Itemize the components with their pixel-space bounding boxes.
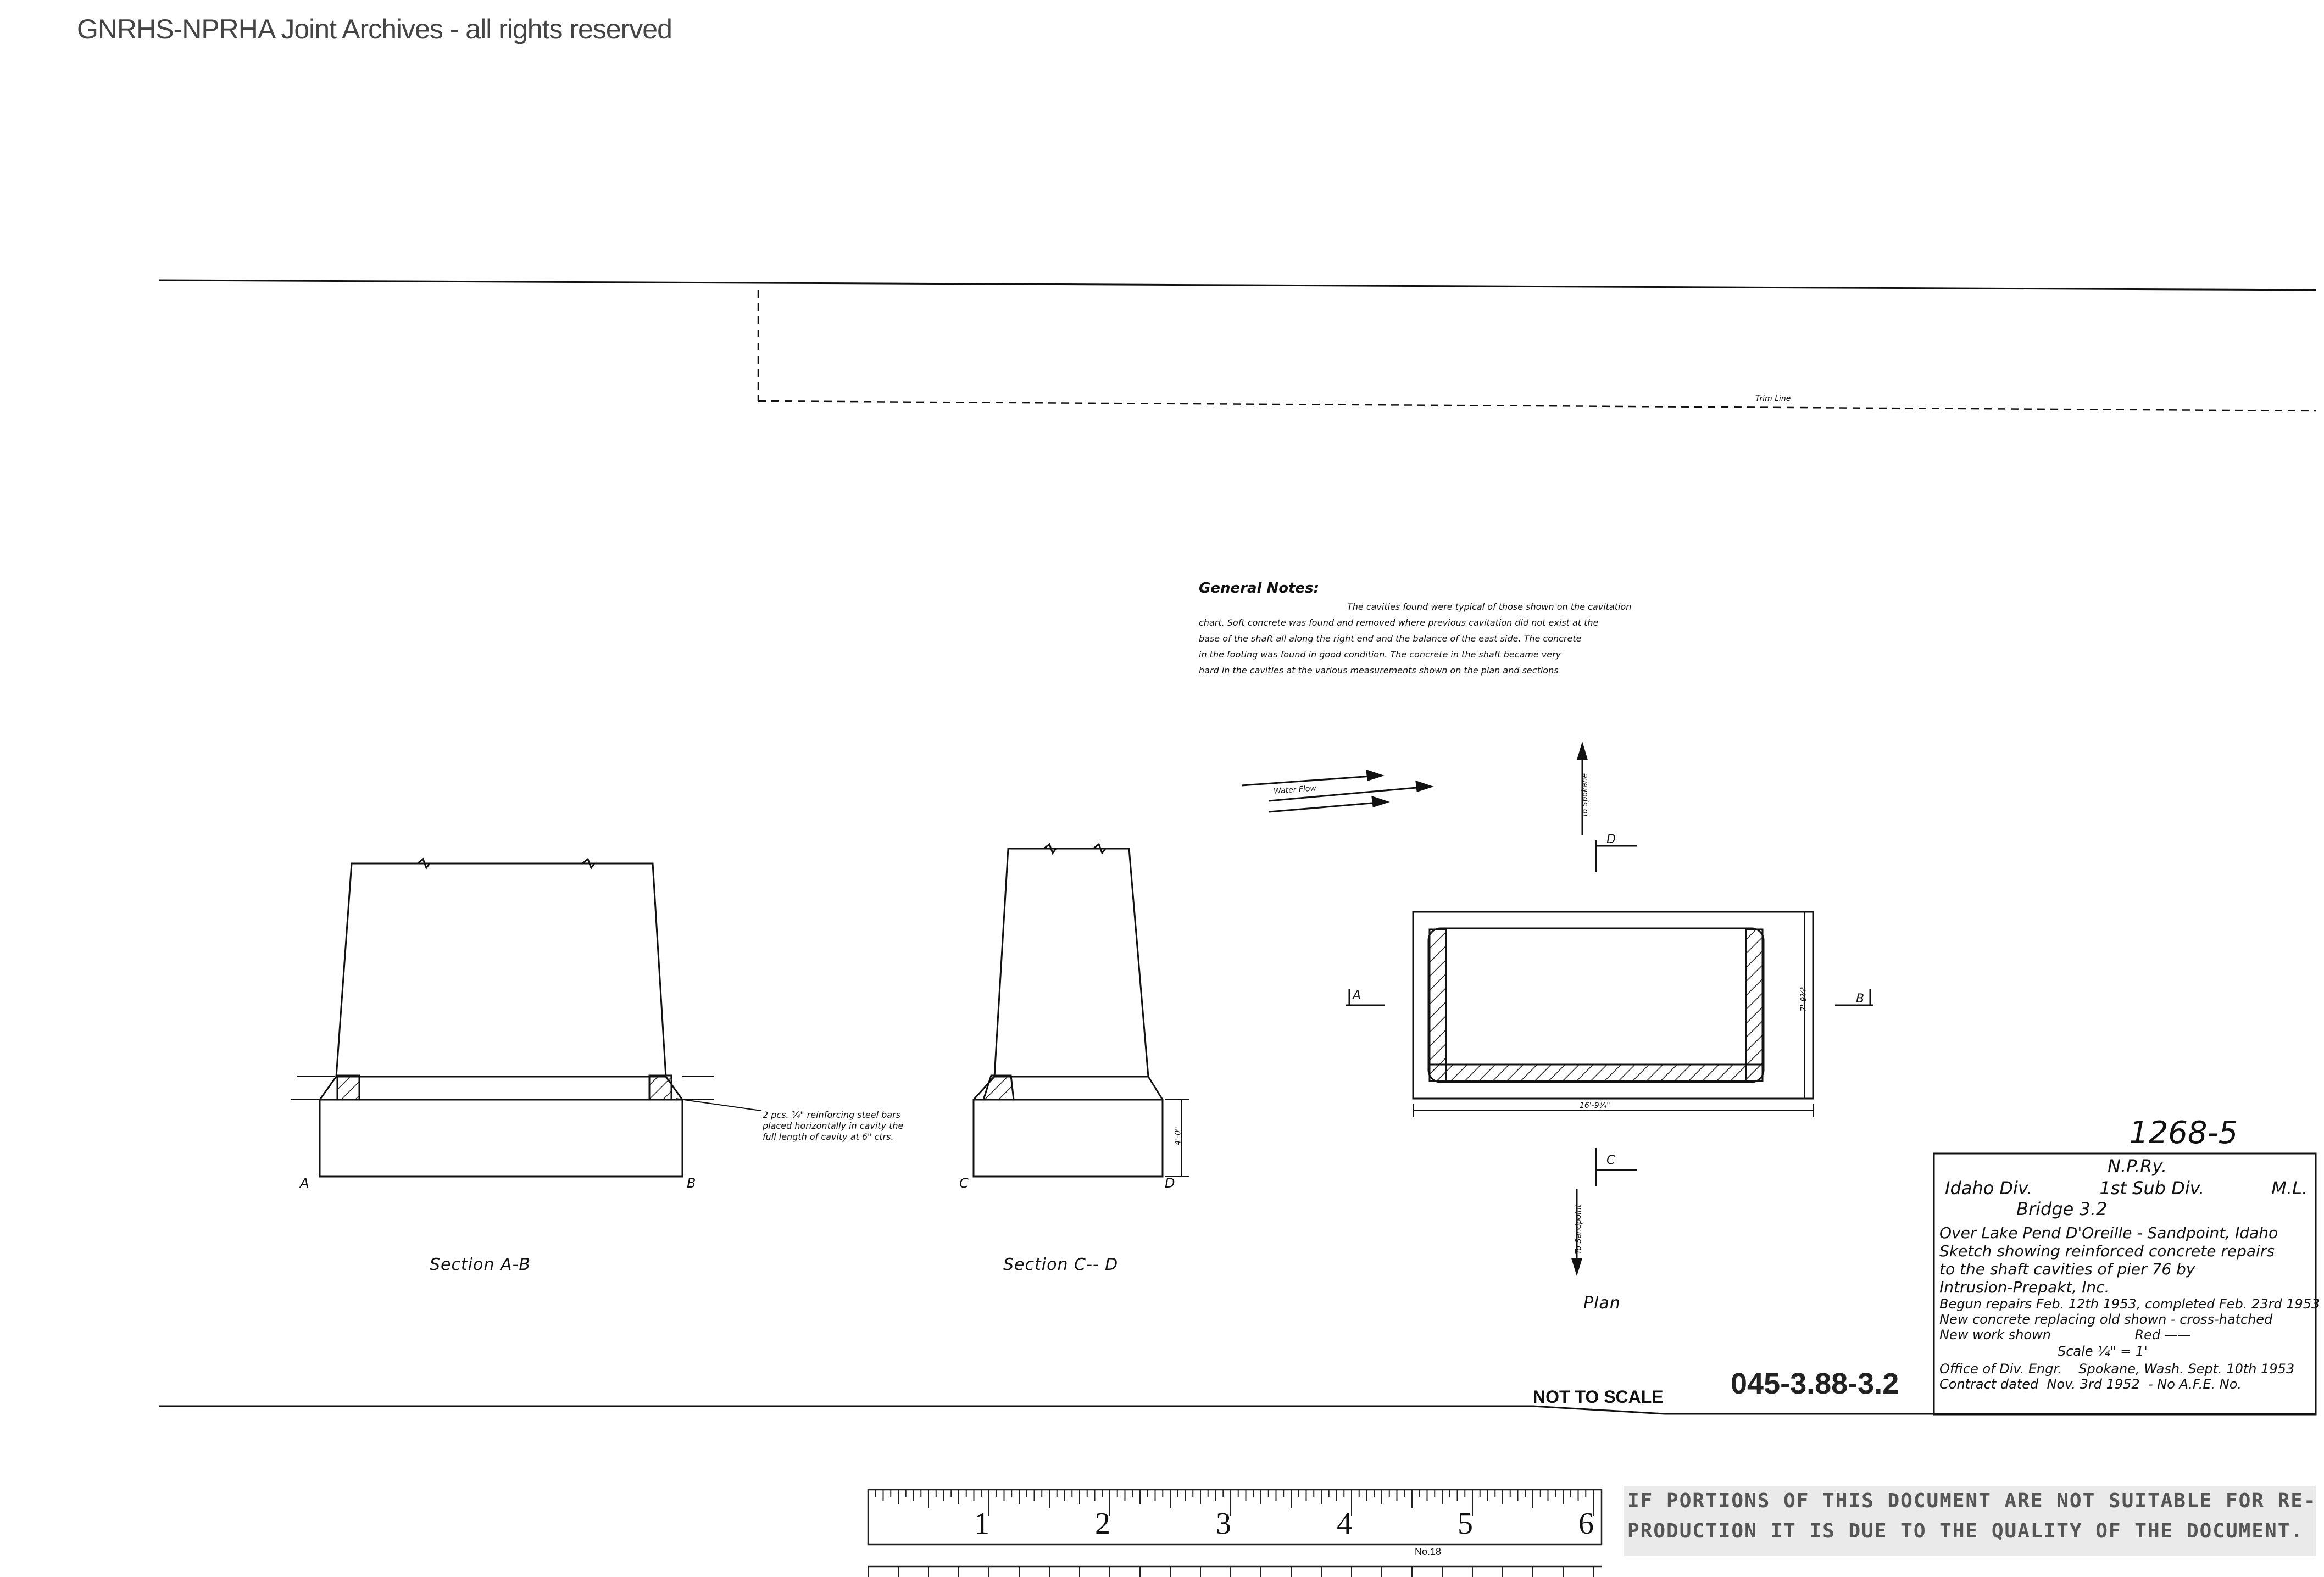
- ruler-number: 5: [1458, 1507, 1473, 1541]
- section-cd-drawing: [972, 843, 1189, 1178]
- archive-notice: GNRHS-NPRHA Joint Archives - all rights …: [77, 14, 672, 44]
- title-block-division: Idaho Div.: [1945, 1178, 2033, 1199]
- section-ab-label-a: A: [300, 1175, 309, 1191]
- title-block-division-row: Idaho Div. 1st Sub Div. M.L.: [1939, 1178, 2313, 1199]
- title-block-description-line: Begun repairs Feb. 12th 1953, completed …: [1939, 1296, 2320, 1312]
- ruler-ticks: [868, 1490, 1594, 1577]
- title-block-description-line: New work shown Red ——: [1939, 1327, 2191, 1342]
- plan-title: Plan: [1583, 1294, 1621, 1313]
- title-block-office: Office of Div. Engr. Spokane, Wash. Sept…: [1939, 1361, 2295, 1377]
- drawing-number: 045-3.88-3.2: [1731, 1367, 1899, 1400]
- ruler-number: 4: [1337, 1507, 1352, 1541]
- footing-dim: 4'-0": [1174, 1127, 1183, 1145]
- north-arrow: [1576, 741, 1588, 835]
- plan-drawing: [1346, 840, 1873, 1186]
- section-cd-label-d: D: [1165, 1175, 1175, 1191]
- title-block: N.P.Ry. Idaho Div. 1st Sub Div. M.L. Bri…: [1939, 1154, 2320, 1392]
- quality-stamp: IF PORTIONS OF THIS DOCUMENT ARE NOT SUI…: [1627, 1490, 2317, 1542]
- water-flow-arrows: [1241, 769, 1434, 813]
- quality-stamp-line: PRODUCTION IT IS DUE TO THE QUALITY OF T…: [1627, 1520, 2304, 1542]
- rebar-note-line: 2 pcs. ¾" reinforcing steel bars: [763, 1110, 901, 1120]
- general-notes-line: in the footing was found in good conditi…: [1199, 649, 1561, 660]
- ruler-number: 6: [1578, 1507, 1594, 1541]
- title-block-description-line: Over Lake Pend D'Oreille - Sandpoint, Id…: [1939, 1224, 2278, 1242]
- title-block-subdivision: 1st Sub Div.: [2099, 1178, 2205, 1199]
- title-block-description-line: Intrusion-Prepakt, Inc.: [1939, 1278, 2110, 1296]
- sheet-number: 1268-5: [2129, 1115, 2238, 1151]
- title-block-railway: N.P.Ry.: [2107, 1156, 2167, 1177]
- rebar-note-line: full length of cavity at 6" ctrs.: [763, 1132, 894, 1142]
- general-notes-line: The cavities found were typical of those…: [1347, 601, 1632, 612]
- title-block-description-line: to the shaft cavities of pier 76 by: [1939, 1260, 2195, 1278]
- section-ab-title: Section A-B: [430, 1255, 531, 1274]
- plan-label-b: B: [1856, 992, 1865, 1006]
- title-block-description-line: Sketch showing reinforced concrete repai…: [1939, 1242, 2275, 1260]
- scale-ruler: [867, 1489, 1603, 1568]
- to-sandpoint-label: To Sandpoint: [1574, 1204, 1583, 1255]
- south-arrow: [1571, 1189, 1583, 1277]
- top-border-line: [159, 279, 2316, 291]
- plan-label-a: A: [1353, 989, 1361, 1002]
- quality-stamp-line: IF PORTIONS OF THIS DOCUMENT ARE NOT SUI…: [1627, 1490, 2317, 1512]
- plan-label-d: D: [1606, 833, 1616, 846]
- title-block-scale: Scale ¼" = 1': [2058, 1344, 2148, 1359]
- section-cd-label-c: C: [959, 1175, 969, 1191]
- rebar-note: 2 pcs. ¾" reinforcing steel bars placed …: [763, 1110, 903, 1143]
- ruler-number: 3: [1216, 1507, 1231, 1541]
- general-notes-line: chart. Soft concrete was found and remov…: [1199, 617, 1599, 628]
- not-to-scale-label: NOT TO SCALE: [1533, 1387, 1664, 1407]
- title-block-frame: [1933, 1152, 2317, 1416]
- section-ab-label-b: B: [687, 1175, 696, 1191]
- ruler-numbers: 1 2 3 4 5 6: [868, 1490, 1602, 1545]
- ruler-number: 2: [1095, 1507, 1110, 1541]
- ruler-number: 1: [974, 1507, 989, 1541]
- trim-line-label: Trim Line: [1755, 394, 1791, 403]
- general-notes-title: General Notes:: [1199, 580, 1320, 597]
- plan-label-c: C: [1606, 1154, 1615, 1167]
- general-notes-line: base of the shaft all along the right en…: [1199, 633, 1582, 644]
- title-block-line: M.L.: [2271, 1178, 2308, 1199]
- quality-stamp-backdrop: [1624, 1486, 2316, 1556]
- title-block-bridge: Bridge 3.2: [2016, 1199, 2108, 1219]
- title-block-contract: Contract dated Nov. 3rd 1952 - No A.F.E.…: [1939, 1377, 2242, 1392]
- to-spokane-label: To Spokane: [1581, 773, 1590, 818]
- section-ab-drawing: [291, 857, 761, 1178]
- trim-line-horizontal: [758, 400, 2316, 412]
- general-notes-body: The cavities found were typical of those…: [1199, 599, 1737, 678]
- title-block-description-line: New concrete replacing old shown - cross…: [1939, 1312, 2273, 1327]
- plan-dim-length: 16'-9¾": [1580, 1101, 1610, 1110]
- general-notes-line: hard in the cavities at the various meas…: [1199, 665, 1559, 676]
- section-cd-title: Section C-- D: [1003, 1255, 1119, 1274]
- plan-dim-width: 7'-9¾": [1799, 985, 1809, 1012]
- rebar-note-line: placed horizontally in cavity the: [763, 1121, 904, 1131]
- ruler-model: No.18: [1415, 1546, 1442, 1557]
- title-block-description: Over Lake Pend D'Oreille - Sandpoint, Id…: [1939, 1224, 2320, 1342]
